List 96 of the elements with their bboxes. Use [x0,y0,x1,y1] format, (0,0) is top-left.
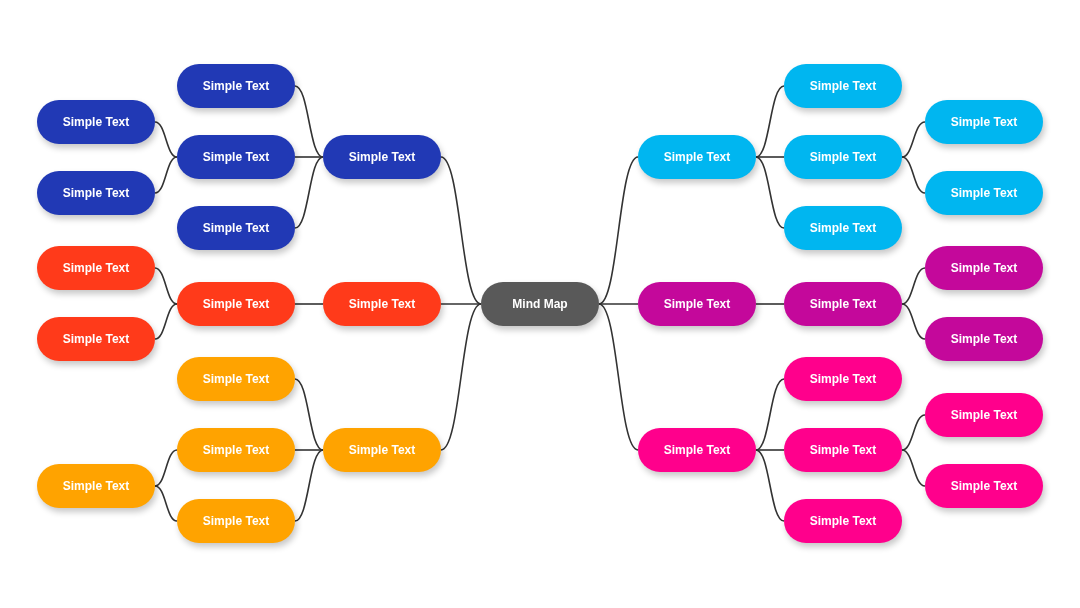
topic-pill [784,428,902,472]
connector-line [154,121,178,158]
topic-pill [784,135,902,179]
node-label: Simple Text [809,220,877,236]
topic-pill [37,464,155,508]
node-label: Simple Text [950,114,1018,130]
node-label: Simple Text [62,331,130,347]
topic-pill [925,393,1043,437]
connector-line [755,303,785,305]
node-label: Mind Map [512,296,568,312]
node-label: Simple Text [62,478,130,494]
node-label: Simple Text [950,407,1018,423]
node-label: Simple Text [809,149,877,165]
connector-line [294,449,324,522]
topic-pill [638,428,756,472]
connector-line [901,156,926,194]
topic-pill [177,499,295,543]
central-topic-pill [481,282,599,326]
node-label: Simple Text [809,442,877,458]
topic-pill [784,357,902,401]
connector-line [901,449,926,487]
topic-pill [784,206,902,250]
connector-line [755,156,785,158]
topic-pill [323,282,441,326]
node-label: Simple Text [663,149,731,165]
connector-line [755,85,785,158]
node-label: Simple Text [663,442,731,458]
connector-line [154,449,178,487]
topic-pill [784,499,902,543]
connector-line [440,303,482,451]
node-label: Simple Text [202,371,270,387]
node-label: Simple Text [202,149,270,165]
topic-pill [784,64,902,108]
node-label: Simple Text [202,220,270,236]
connector-line [598,303,639,305]
topic-pill [638,282,756,326]
topic-pill [323,428,441,472]
node-label: Simple Text [62,114,130,130]
topic-pill [177,282,295,326]
topic-pill [177,206,295,250]
connector-line [294,156,324,229]
node-label: Simple Text [348,296,416,312]
topic-pill [37,171,155,215]
topic-pill [638,135,756,179]
topic-pill [784,282,902,326]
topic-pill [37,317,155,361]
connector-line [755,449,785,451]
node-label: Simple Text [202,296,270,312]
connector-line [154,156,178,194]
topic-pill [37,246,155,290]
node-label: Simple Text [809,78,877,94]
topic-pill [37,100,155,144]
connector-line [901,121,926,158]
node-label: Simple Text [202,442,270,458]
node-label: Simple Text [950,331,1018,347]
topic-pill [925,246,1043,290]
node-label: Simple Text [663,296,731,312]
node-label: Simple Text [950,185,1018,201]
connector-line [154,485,178,522]
node-label: Simple Text [62,260,130,276]
connector-line [154,267,178,305]
node-label: Simple Text [950,260,1018,276]
node-label: Simple Text [202,78,270,94]
node-label: Simple Text [202,513,270,529]
connector-line [755,449,785,522]
topic-pill [925,464,1043,508]
connector-line [440,156,482,305]
node-label: Simple Text [348,149,416,165]
node-label: Simple Text [348,442,416,458]
connector-line [294,156,324,158]
connector-line [294,449,324,451]
connector-line [755,378,785,451]
node-label: Simple Text [809,371,877,387]
connector-line [901,414,926,451]
connector-line [755,156,785,229]
topic-pill [177,428,295,472]
connector-line [294,378,324,451]
connector-line [294,85,324,158]
topic-pill [925,171,1043,215]
connector-line [901,267,926,305]
node-label: Simple Text [809,513,877,529]
topic-pill [323,135,441,179]
topic-pill [177,357,295,401]
connector-line [901,303,926,340]
connector-line [154,303,178,340]
topic-pill [177,64,295,108]
topic-pill [177,135,295,179]
node-label: Simple Text [809,296,877,312]
connector-line [440,303,482,305]
connector-line [598,303,639,451]
topic-pill [925,317,1043,361]
connector-line [294,303,324,305]
topic-pill [925,100,1043,144]
node-label: Simple Text [950,478,1018,494]
node-label: Simple Text [62,185,130,201]
connector-line [598,156,639,305]
